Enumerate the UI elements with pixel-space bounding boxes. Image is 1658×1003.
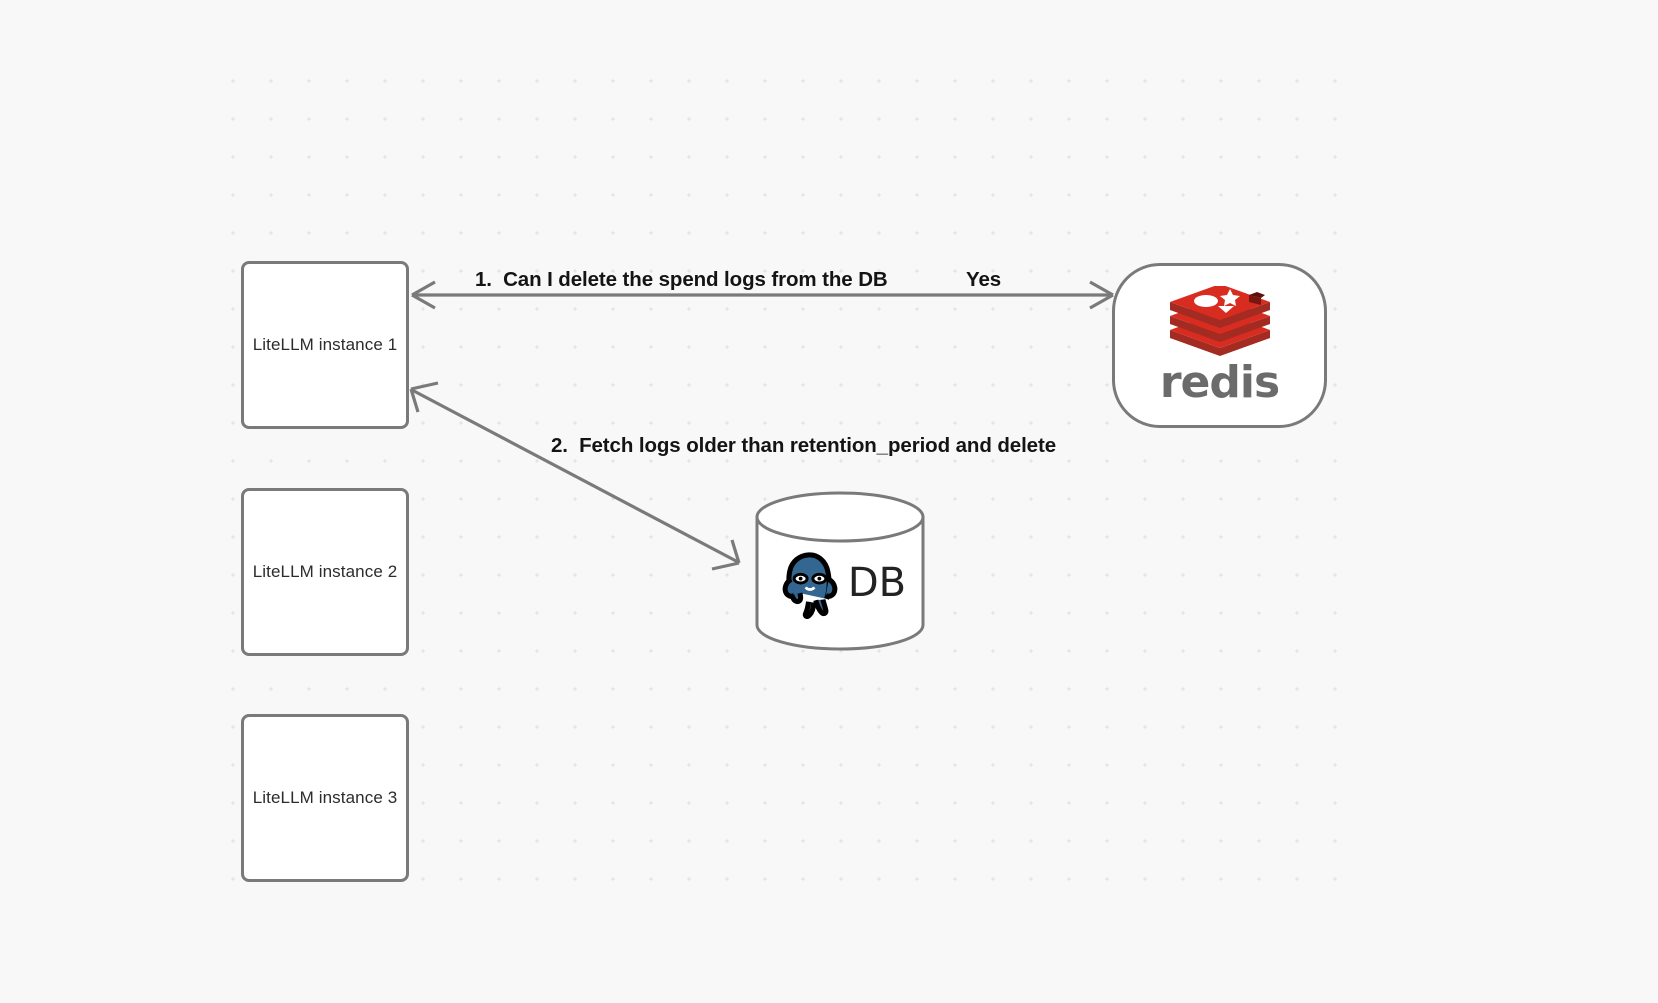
- redis-stack-icon: [1169, 285, 1270, 356]
- node-db[interactable]: DB: [754, 490, 926, 652]
- edge-label-step-1-answer: Yes: [966, 268, 1002, 291]
- node-litellm-instance-2-label: LiteLLM instance 2: [252, 562, 398, 581]
- db-node-label: DB: [847, 560, 907, 606]
- node-litellm-instance-1-label: LiteLLM instance 1: [252, 335, 398, 354]
- redis-wordmark: redis: [1159, 356, 1280, 408]
- db-node-content: DB: [754, 490, 926, 652]
- node-litellm-instance-3[interactable]: LiteLLM instance 3: [241, 714, 409, 882]
- node-litellm-instance-1[interactable]: LiteLLM instance 1: [241, 261, 409, 429]
- db-cylinder-shape: [755, 491, 925, 651]
- postgresql-elephant-icon: [782, 552, 838, 619]
- node-litellm-instance-3-label: LiteLLM instance 3: [252, 788, 398, 807]
- edge-litellm1-db: [409, 381, 741, 571]
- node-litellm-instance-2[interactable]: LiteLLM instance 2: [241, 488, 409, 656]
- node-redis[interactable]: redis: [1112, 263, 1327, 428]
- edge-label-step-2: 2. Fetch logs older than retention_perio…: [551, 434, 1056, 457]
- redis-logo: redis: [1159, 285, 1280, 408]
- edge-label-step-1: 1. Can I delete the spend logs from the …: [475, 268, 888, 291]
